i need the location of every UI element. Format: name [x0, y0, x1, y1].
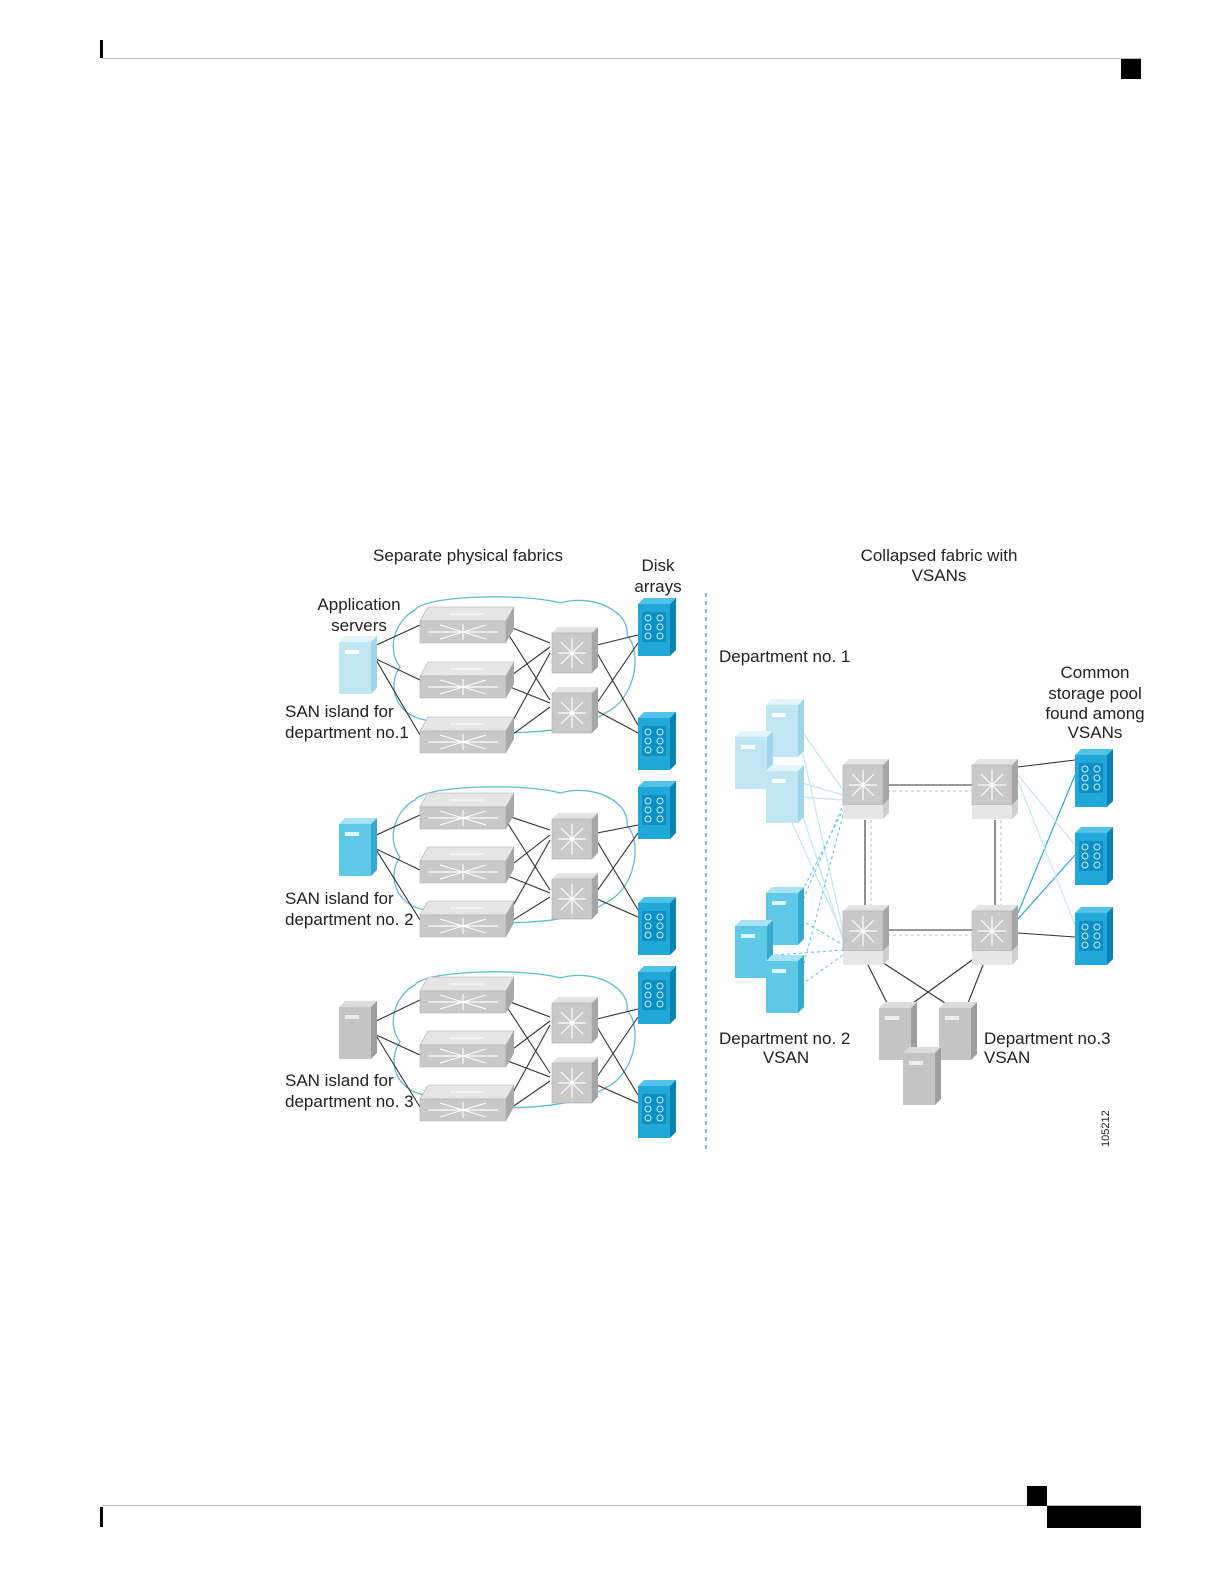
header-marker — [1121, 59, 1141, 79]
dept2-label-1: Department no. 2 — [719, 1029, 850, 1048]
footer-tab — [1047, 1506, 1141, 1528]
switch-icon — [420, 977, 514, 1013]
server-icon — [766, 955, 804, 1013]
footer-tick — [100, 1507, 103, 1527]
pool-label-4: VSANs — [1068, 723, 1123, 742]
app-servers-label-2: servers — [331, 616, 387, 635]
app-servers-label-1: Application — [317, 595, 400, 614]
disk-array-icon — [638, 897, 676, 955]
island1-label-1: SAN island for — [285, 702, 394, 721]
right-title-1: Collapsed fabric with — [861, 546, 1018, 565]
director-icon — [552, 997, 598, 1043]
switch-icon — [420, 717, 514, 753]
director-icon — [552, 687, 598, 733]
director-icon — [552, 813, 598, 859]
server-icon — [939, 1002, 977, 1060]
switch-icon — [420, 1085, 514, 1121]
server-icon — [903, 1047, 941, 1105]
footer-marker — [1027, 1486, 1047, 1506]
disk-array-icon — [638, 966, 676, 1024]
director-icon — [843, 759, 889, 819]
figure-id: 105212 — [1100, 1110, 1112, 1147]
director-icon — [843, 905, 889, 965]
disk-arrays-label-2: arrays — [634, 577, 681, 596]
switch-icon — [420, 847, 514, 883]
dept1-label: Department no. 1 — [719, 647, 850, 666]
director-icon — [972, 759, 1018, 819]
dept3-label-2: VSAN — [984, 1048, 1030, 1067]
header-rule — [103, 58, 1141, 59]
director-icon — [552, 873, 598, 919]
server-icon — [766, 765, 804, 823]
pool-label-1: Common — [1061, 663, 1130, 682]
island2-label-1: SAN island for — [285, 889, 394, 908]
pool-label-2: storage pool — [1048, 684, 1142, 703]
dept2-label-2: VSAN — [763, 1048, 809, 1067]
director-icon — [552, 1057, 598, 1103]
server-icon — [339, 636, 377, 694]
vsan-diagram: Separate physical fabrics Disk arrays Ap… — [275, 535, 1155, 1160]
disk-array-icon — [1075, 907, 1113, 965]
switch-icon — [420, 793, 514, 829]
switch-icon — [420, 607, 514, 643]
footer-rule — [103, 1505, 1141, 1506]
disk-array-icon — [638, 781, 676, 839]
header-tick — [100, 40, 103, 58]
san-island-3 — [339, 966, 676, 1138]
director-icon — [552, 627, 598, 673]
disk-array-icon — [638, 1080, 676, 1138]
island3-label-1: SAN island for — [285, 1071, 394, 1090]
server-icon — [339, 818, 377, 876]
switch-icon — [420, 1031, 514, 1067]
pool-label-3: found among — [1045, 704, 1144, 723]
left-title: Separate physical fabrics — [373, 546, 563, 565]
director-icon — [972, 905, 1018, 965]
switch-icon — [420, 901, 514, 937]
island2-label-2: department no. 2 — [285, 910, 414, 929]
right-title-2: VSANs — [912, 566, 967, 585]
island1-label-2: department no.1 — [285, 723, 409, 742]
server-icon — [339, 1001, 377, 1059]
disk-array-icon — [638, 712, 676, 770]
switch-icon — [420, 662, 514, 698]
dept3-label-1: Department no.3 — [984, 1029, 1111, 1048]
disk-array-icon — [1075, 827, 1113, 885]
island3-label-2: department no. 3 — [285, 1092, 414, 1111]
disk-array-icon — [638, 598, 676, 656]
disk-array-icon — [1075, 749, 1113, 807]
disk-arrays-label-1: Disk — [641, 556, 675, 575]
san-island-1 — [339, 597, 676, 770]
